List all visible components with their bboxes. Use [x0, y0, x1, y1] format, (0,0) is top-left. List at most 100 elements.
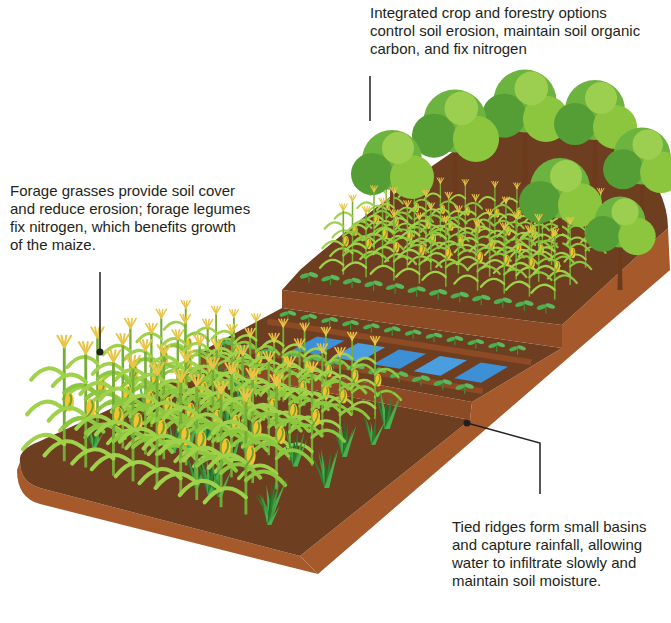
maize-tassel: [512, 212, 516, 218]
maize-tassel: [227, 325, 232, 333]
maize-cob: [246, 446, 255, 465]
maize-tassel: [416, 213, 420, 219]
seedling-leaf: [364, 281, 375, 289]
maize-tassel: [283, 319, 288, 327]
maize-husk: [570, 249, 574, 259]
seedling-leaf: [308, 271, 319, 279]
maize-husk: [529, 259, 533, 269]
maize-tassel: [130, 319, 136, 328]
seedling-leaf: [475, 338, 485, 345]
maize-leaf: [161, 339, 185, 347]
maize-leaf: [396, 269, 419, 277]
maize-leaf: [459, 238, 478, 244]
maize-leaf: [498, 229, 516, 235]
maize-leaf: [531, 285, 554, 293]
grass-blade: [324, 448, 338, 488]
maize-tassel: [486, 209, 490, 215]
leader-dot: [97, 349, 104, 356]
seedling-leaf: [342, 278, 353, 286]
seedling-leaf: [433, 379, 444, 387]
maize-leaf: [425, 253, 446, 260]
maize-tassel: [445, 192, 448, 198]
seedling-leaf: [373, 280, 384, 288]
maize-plant: [371, 210, 416, 281]
maize-tassel: [495, 181, 498, 186]
maize-leaf: [345, 244, 366, 251]
maize-tassel: [348, 332, 353, 340]
maize-leaf: [441, 223, 459, 229]
maize-tassel: [339, 204, 343, 210]
seedling-leaf: [404, 330, 414, 337]
seedling-leaf: [455, 383, 466, 391]
maize-tassel: [214, 382, 221, 393]
maize-tassel: [277, 375, 283, 385]
maize-tassel: [86, 342, 93, 353]
seedling: [467, 338, 485, 348]
seedling-leaf: [300, 314, 310, 321]
maize-tassel: [246, 389, 253, 400]
maize-husk: [446, 249, 450, 259]
seedling: [488, 341, 506, 351]
maize-tassel: [295, 339, 300, 347]
maize-leaf: [134, 375, 164, 385]
maize-tassel: [225, 363, 231, 373]
maize-husk: [312, 410, 318, 425]
seedling: [446, 335, 464, 345]
maize-tassel: [203, 319, 208, 327]
maize-tassel: [514, 183, 517, 188]
maize-leaf: [457, 257, 478, 264]
tree: [603, 128, 671, 233]
maize-tassel: [390, 210, 394, 216]
maize-cob: [353, 369, 359, 382]
maize-tassel: [180, 315, 185, 323]
maize-plant: [531, 229, 576, 300]
maize-leaf: [483, 260, 504, 267]
maize-cob: [344, 236, 349, 247]
maize-leaf: [511, 244, 530, 250]
maize-tassel: [353, 195, 357, 201]
seedling: [425, 332, 443, 342]
maize-tassel: [455, 206, 459, 212]
maize-leaf: [316, 372, 340, 380]
maize-tassel: [407, 201, 411, 207]
leader-line: [467, 423, 540, 494]
maize-plant: [23, 336, 103, 461]
maize-leaf: [427, 234, 446, 240]
maize-tassel: [185, 315, 190, 323]
maize-tassel: [504, 223, 508, 229]
maize-leaf: [343, 250, 365, 258]
seedling-leaf: [321, 275, 332, 283]
maize-tassel: [243, 346, 249, 355]
maize-cob: [420, 245, 425, 256]
maize-plant: [428, 192, 469, 256]
maize-tassel: [234, 310, 239, 318]
seedling-leaf: [523, 299, 534, 307]
seedling: [471, 294, 491, 305]
maize-tassel: [500, 223, 504, 229]
maize-tassel: [335, 348, 340, 356]
seedling-leaf: [515, 300, 526, 308]
maize-husk: [394, 243, 398, 253]
maize-tassel: [390, 188, 393, 194]
maize-field: [23, 301, 401, 525]
maize-leaf: [325, 222, 344, 228]
grass-blade: [371, 425, 382, 444]
maize-tassel: [321, 327, 326, 335]
maize-cob: [375, 374, 381, 387]
seedling-leaf: [407, 286, 418, 294]
maize-tassel: [178, 330, 184, 339]
maize-tassel: [150, 363, 157, 374]
seedling: [407, 285, 427, 296]
seedling-leaf: [385, 283, 396, 291]
maize-cob: [312, 409, 320, 425]
seedling: [450, 291, 470, 302]
water-basin: [373, 349, 426, 368]
maize-tassel: [269, 334, 274, 342]
maize-tassel: [197, 375, 204, 386]
maize-leaf: [205, 488, 246, 502]
maize-leaf: [450, 195, 466, 200]
seedling: [515, 299, 535, 310]
maize-husk: [277, 428, 283, 445]
maize-cob: [555, 261, 560, 272]
grass-tuft: [259, 493, 279, 525]
